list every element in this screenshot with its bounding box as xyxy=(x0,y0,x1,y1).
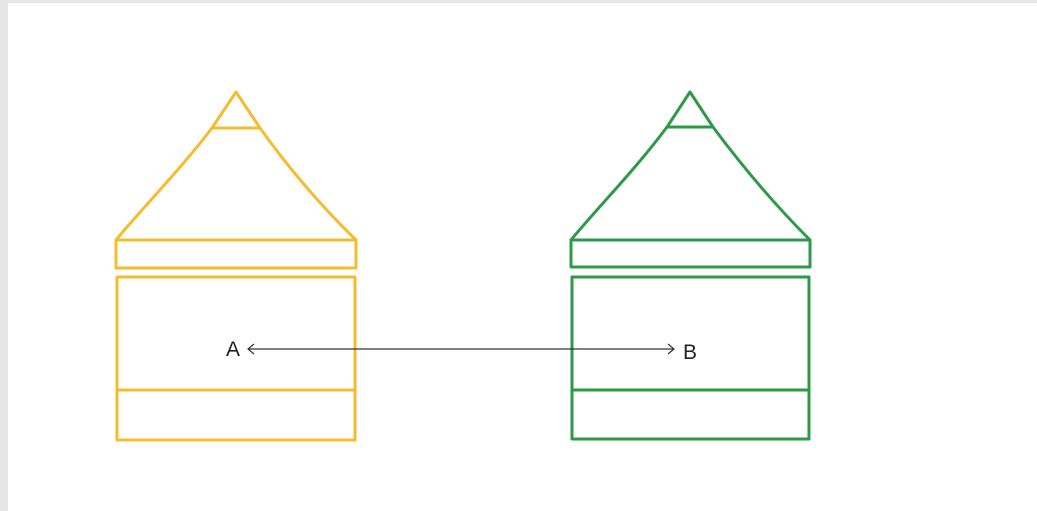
left-eave xyxy=(116,240,356,268)
right-roof-tip xyxy=(667,92,713,127)
right-eave xyxy=(571,240,810,267)
right-tower xyxy=(571,92,810,439)
label-a: A xyxy=(226,338,240,361)
left-body-upper xyxy=(117,277,355,390)
right-roof xyxy=(571,127,810,240)
left-body-lower xyxy=(117,390,355,440)
right-body-lower xyxy=(572,390,809,439)
left-roof-tip xyxy=(212,92,260,128)
diagram-canvas: A B xyxy=(8,3,1037,511)
right-body-upper xyxy=(572,277,809,390)
label-b: B xyxy=(683,341,697,364)
left-tower xyxy=(116,92,356,440)
left-roof xyxy=(116,128,356,240)
double-arrow xyxy=(248,344,674,354)
diagram-svg: A B xyxy=(8,3,1037,511)
